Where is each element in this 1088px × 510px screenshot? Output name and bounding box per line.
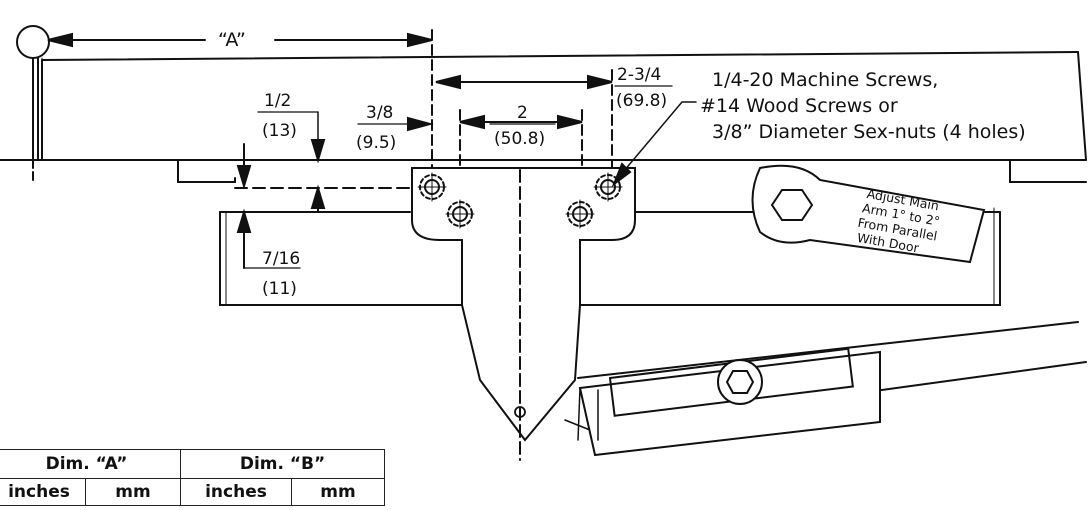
table-col-b-inches: inches xyxy=(180,478,292,506)
dim-1-2-value: 1/2 xyxy=(264,91,291,111)
dimension-a-line xyxy=(47,29,433,171)
mounting-plate xyxy=(177,159,1087,183)
table-col-a-mm: mm xyxy=(85,478,181,506)
screws-leader xyxy=(611,101,697,187)
screw-hole-4 xyxy=(593,172,623,202)
dim-2-3-4-mm: (69.8) xyxy=(616,91,667,111)
dim-2-mm: (50.8) xyxy=(494,129,545,149)
screw-hole-3 xyxy=(565,199,595,229)
dimension-table: Dim. “A” Dim. “B” inches mm inches mm xyxy=(0,449,385,506)
dim-1-2-mm: (13) xyxy=(262,121,297,141)
door-frame xyxy=(41,51,1087,161)
dimension-2-3-4-line xyxy=(435,69,613,169)
main-arm xyxy=(751,164,986,264)
screws-callout-line2: #14 Wood Screws or xyxy=(700,95,898,117)
table-header-b: Dim. “B” xyxy=(180,449,385,479)
screw-hole-2 xyxy=(445,199,475,229)
dimension-7-16-line xyxy=(234,143,416,269)
parallel-arm-bracket xyxy=(411,167,636,461)
dim-7-16-mm: (11) xyxy=(262,279,297,299)
table-col-b-mm: mm xyxy=(291,478,385,506)
table-header-a: Dim. “A” xyxy=(0,449,181,479)
dim-3-8-mm: (9.5) xyxy=(356,133,396,153)
dim-2-3-4-value: 2-3/4 xyxy=(617,65,661,85)
dim-3-8-value: 3/8 xyxy=(366,103,393,123)
dimension-a-label: “A” xyxy=(218,29,246,51)
screws-callout-line3: 3/8” Diameter Sex-nuts (4 holes) xyxy=(712,121,1026,143)
screw-hole-1 xyxy=(417,172,447,202)
dim-2-value: 2 xyxy=(517,103,528,123)
table-col-a-inches: inches xyxy=(0,478,86,506)
screws-callout-line1: 1/4-20 Machine Screws, xyxy=(712,69,938,91)
dim-7-16-value: 7/16 xyxy=(262,249,300,269)
forearm xyxy=(564,321,1087,457)
